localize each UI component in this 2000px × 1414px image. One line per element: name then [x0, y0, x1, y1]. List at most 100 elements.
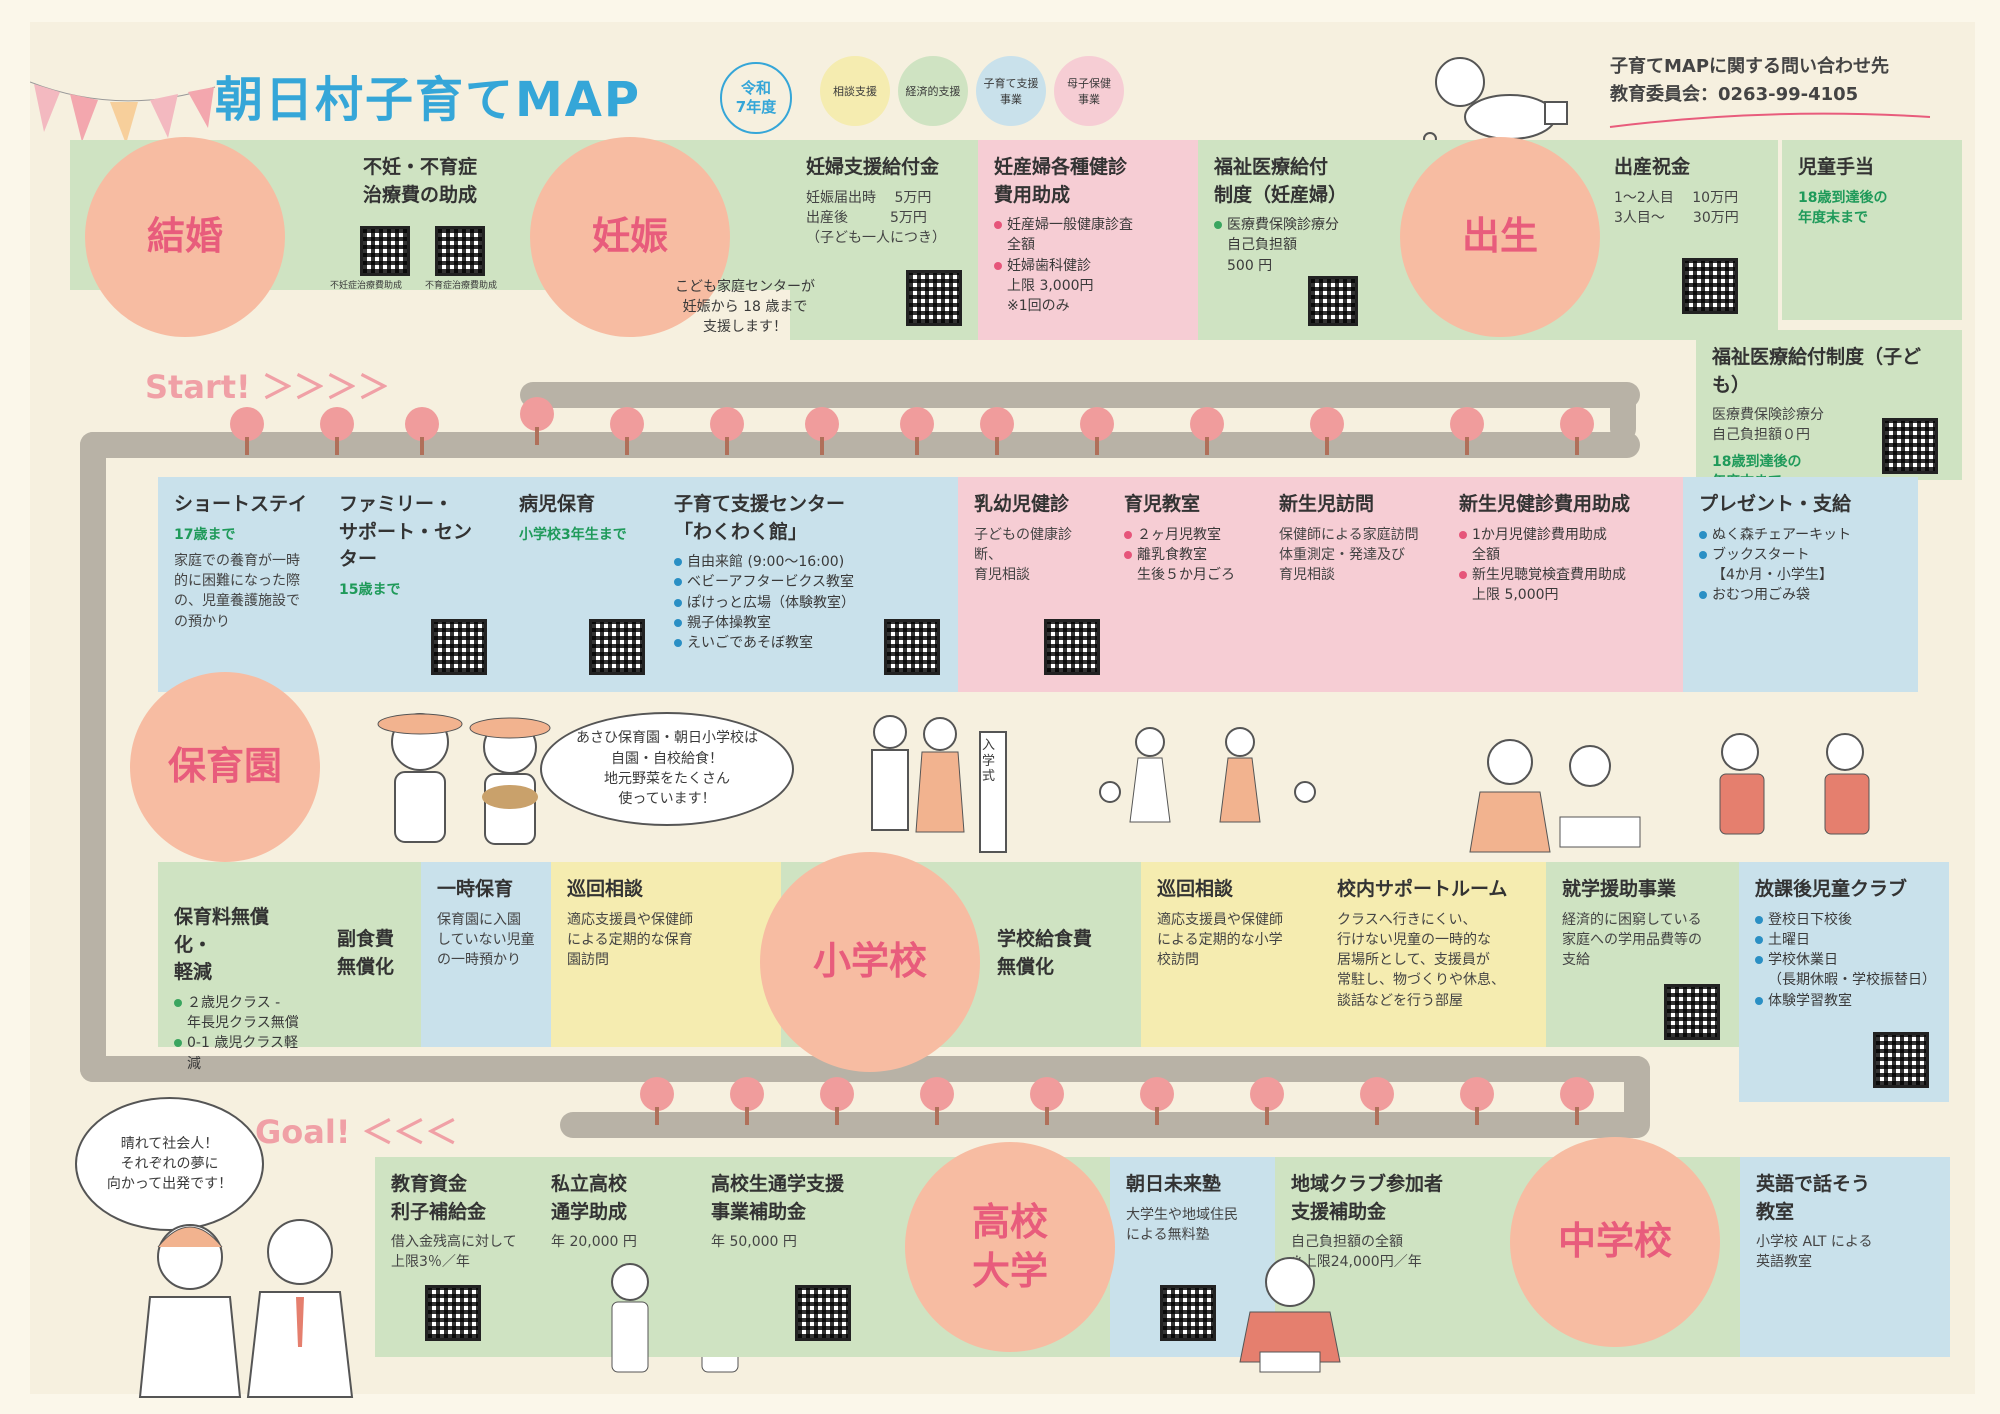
card-hs-commute: 高校生通学支援 事業補助金 年 50,000 円	[695, 1157, 890, 1357]
card-english: 英語で話そう 教室 小学校 ALT による 英語教室	[1740, 1157, 1950, 1357]
qr-caption: 不妊症治療費助成	[330, 281, 403, 291]
list-item: 離乳食教室 生後５か月ごろ	[1124, 545, 1247, 586]
graduates-illustration	[138, 1219, 354, 1398]
card-list: 医療費保険診療分 自己負担額 500 円	[1214, 215, 1372, 276]
qr-code[interactable]	[1664, 984, 1720, 1040]
card-title: 就学援助事業	[1562, 878, 1677, 900]
tree-icon	[1560, 407, 1594, 455]
legend-childcare: 子育て支援 事業	[976, 56, 1046, 126]
card-title: 新生児訪問	[1279, 493, 1375, 515]
stage-pregnancy: 妊娠	[530, 137, 730, 337]
card-text: 年 50,000 円	[711, 1234, 797, 1251]
age-note: 17歳まで	[174, 526, 236, 543]
card-title: ファミリー・ サポート・センター	[339, 493, 473, 571]
tree-icon	[1450, 407, 1484, 455]
stage-highschool-university: 高校 大学	[905, 1142, 1115, 1352]
tree-icon	[730, 1077, 764, 1125]
contact-phone: 教育委員会：0263-99-4105	[1610, 84, 1859, 105]
card-title: 不妊・不育症 治療費の助成	[362, 156, 477, 206]
speech-bubble-center: こども家庭センターが 妊娠から 18 歳まで 支援します！	[675, 278, 815, 336]
year-badge: 令和 7年度	[720, 62, 792, 134]
family-walking-illustration	[1099, 727, 1316, 823]
map-page: 朝日村子育てMAP 令和 7年度 相談支援 経済的支援 子育て支援 事業 母子保…	[30, 22, 1975, 1398]
card-parenting-class: 育児教室 ２ヶ月児教室 離乳食教室 生後５か月ごろ	[1108, 477, 1263, 692]
card-title: 育児教室	[1124, 493, 1201, 515]
qr-code[interactable]	[425, 1285, 481, 1341]
list-item: 新生児聴覚検査費用助成 上限 5,000円	[1459, 565, 1667, 606]
qr-code[interactable]	[589, 619, 645, 675]
card-text: 子どもの健康診断、 育児相談	[974, 526, 1072, 584]
tree-icon	[805, 407, 839, 455]
card-title: 学校給食費 無償化	[997, 928, 1093, 978]
card-support-room: 校内サポートルーム クラスへ行きにくい、 行けない児童の一時的な 居場所として、…	[1321, 862, 1546, 1047]
card-juku: 朝日未来塾 大学生や地域住民 による無料塾	[1110, 1157, 1275, 1357]
list-item: ２歳児クラス - 年長児クラス無償	[174, 993, 305, 1034]
card-title: 新生児健診費用助成	[1459, 493, 1631, 515]
card-welfare-child: 福祉医療給付制度（子ども） 医療費保険診療分 自己負担額０円 18歳到達後の 年…	[1696, 330, 1962, 490]
card-rounds-nursery: 巡回相談 適応支援員や保健師 による定期的な保育 園訪問	[551, 862, 781, 1047]
tree-icon	[820, 1077, 854, 1125]
card-title: ショートステイ	[174, 493, 308, 515]
road-goal	[560, 1112, 1650, 1138]
qr-code[interactable]	[431, 619, 487, 675]
speech-bubble-goal: 晴れて社会人！ それぞれの夢に 向かって出発です！	[75, 1097, 264, 1231]
list-item: おむつ用ごみ袋	[1699, 585, 1902, 605]
qr-code[interactable]	[435, 226, 485, 276]
card-title: 副食費 無償化	[337, 928, 395, 978]
contact-title: 子育てMAPに関する問い合わせ先	[1610, 56, 1890, 77]
card-title: 子育て支援センター 「わくわく館」	[674, 493, 846, 543]
qr-code[interactable]	[884, 619, 940, 675]
card-title: 保育料無償化・ 軽減	[174, 906, 270, 984]
card-sick-child-care: 病児保育 小学校3年生まで	[503, 477, 658, 692]
card-list: ぬく森チェアーキット ブックスタート 【4か月・小学生】 おむつ用ごみ袋	[1699, 525, 1902, 606]
card-rounds-school: 巡回相談 適応支援員や保健師 による定期的な小学 校訪問	[1141, 862, 1321, 1047]
card-title: 巡回相談	[567, 878, 644, 900]
list-item: 1か月児健診費用助成 全額	[1459, 525, 1667, 566]
card-text: 小学校 ALT による 英語教室	[1756, 1234, 1873, 1271]
list-item: 登校日下校後	[1755, 910, 1933, 930]
tree-icon	[710, 407, 744, 455]
qr-code[interactable]	[360, 226, 410, 276]
stage-birth: 出生	[1400, 137, 1600, 337]
studying-boy-illustration	[1239, 1257, 1341, 1373]
card-title: プレゼント・支給	[1699, 493, 1852, 515]
card-list: 妊産婦一般健康診査 全額 妊婦歯科健診 上限 3,000円 ※1回のみ	[994, 215, 1182, 316]
qr-code[interactable]	[1160, 1285, 1216, 1341]
card-newborn-checkup-grant: 新生児健診費用助成 1か月児健診費用助成 全額 新生児聴覚検査費用助成 上限 5…	[1443, 477, 1683, 692]
card-text: 妊娠届出時 5万円 出産後 5万円 （子ども一人につき）	[806, 189, 946, 247]
list-item: ブックスタート 【4か月・小学生】	[1699, 545, 1902, 586]
stage-marriage: 結婚	[85, 137, 285, 337]
list-item: 親子体操教室	[674, 613, 942, 633]
qr-code[interactable]	[1044, 619, 1100, 675]
card-title: 病児保育	[519, 493, 596, 515]
qr-code[interactable]	[1682, 258, 1738, 314]
card-checkup-grant: 妊産婦各種健診 費用助成 妊産婦一般健康診査 全額 妊婦歯科健診 上限 3,00…	[978, 140, 1198, 340]
qr-code[interactable]	[1308, 276, 1358, 326]
tree-icon	[640, 1077, 674, 1125]
contact-underline-decoration	[1609, 112, 1931, 128]
card-list: 1か月児健診費用助成 全額 新生児聴覚検査費用助成 上限 5,000円	[1459, 525, 1667, 606]
road-left	[80, 432, 106, 1082]
list-item: ぬく森チェアーキット	[1699, 525, 1902, 545]
card-temp-care: 一時保育 保育園に入園 していない児童 の一時預かり	[421, 862, 551, 1047]
card-nursery-fee: 保育料無償化・ 軽減 ２歳児クラス - 年長児クラス無償 0-1 歳児クラス軽減	[158, 862, 321, 1072]
card-list: ２ヶ月児教室 離乳食教室 生後５か月ごろ	[1124, 525, 1247, 586]
card-text: 年 20,000 円	[551, 1234, 637, 1251]
qr-code[interactable]	[1882, 418, 1938, 474]
card-list: 登校日下校後 土曜日 学校休業日 （長期休暇・学校振替日） 体験学習教室	[1755, 910, 1936, 1011]
card-title: 福祉医療給付制度（子ども）	[1712, 346, 1922, 396]
card-title: 妊婦支援給付金	[806, 156, 940, 178]
qr-code[interactable]	[906, 270, 962, 326]
card-title: 一時保育	[437, 878, 514, 900]
qr-code[interactable]	[1873, 1032, 1929, 1088]
card-birth-gift: 出産祝金 1～2人目 10万円 3人目～ 30万円	[1598, 140, 1778, 340]
tree-icon	[1030, 1077, 1064, 1125]
qr-code[interactable]	[795, 1285, 851, 1341]
tree-icon	[610, 407, 644, 455]
tree-icon	[230, 407, 264, 455]
card-family-support: ファミリー・ サポート・センター 15歳まで	[323, 477, 503, 692]
list-item: ２ヶ月児教室	[1124, 525, 1247, 545]
stage-elementary: 小学校	[760, 852, 980, 1072]
legend-consult: 相談支援	[820, 56, 890, 126]
legend-maternal: 母子保健 事業	[1054, 56, 1124, 126]
